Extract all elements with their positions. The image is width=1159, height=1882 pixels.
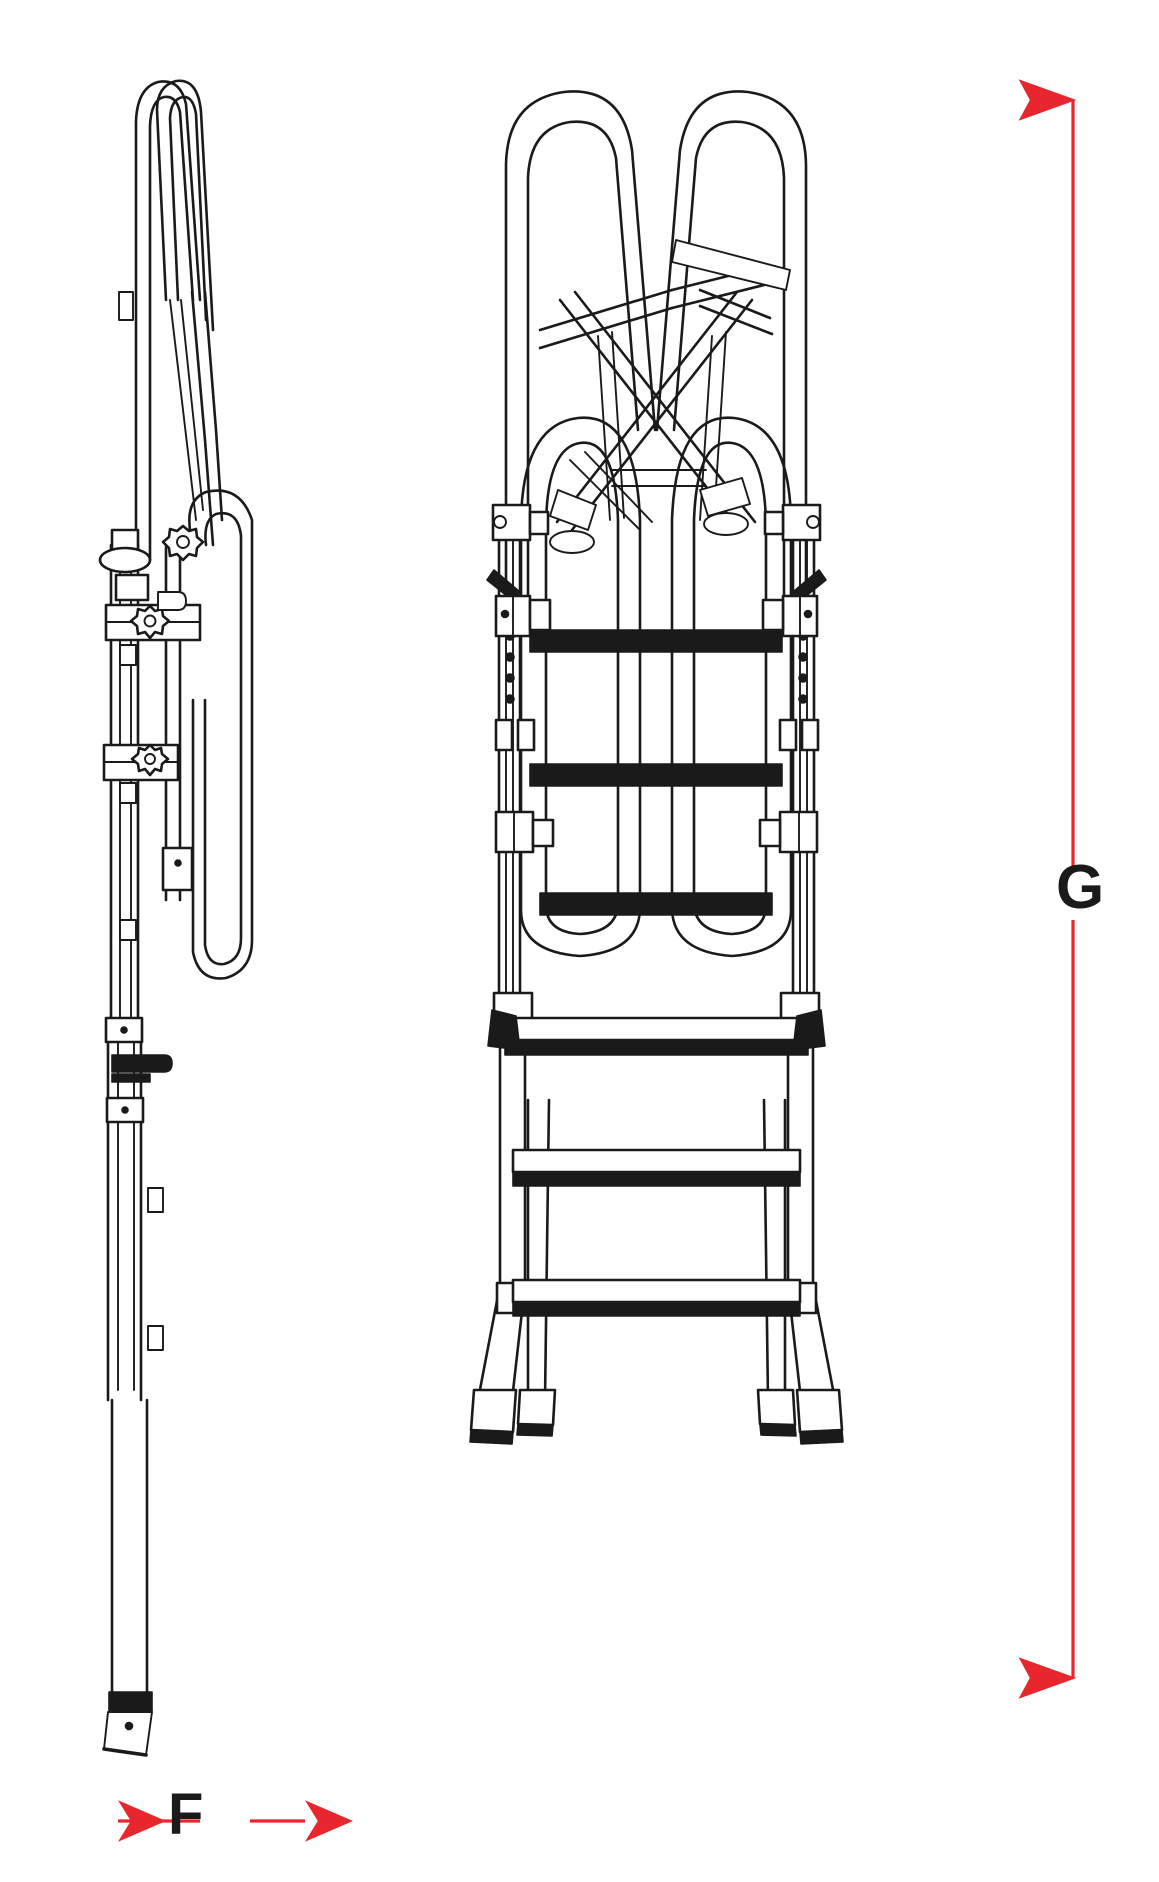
foot-pad: [469, 1388, 518, 1445]
side-stile-outer: [190, 290, 215, 547]
locking-clamp[interactable]: [778, 718, 820, 752]
foot-pad: [516, 1388, 557, 1437]
locking-clamp[interactable]: [761, 594, 819, 638]
star-knob[interactable]: [129, 604, 171, 640]
guard-loop-right: [670, 416, 793, 958]
star-knob[interactable]: [161, 524, 205, 562]
locking-clamp[interactable]: [494, 594, 552, 638]
step-tread: [487, 1009, 826, 1056]
telescoping-stile-side: [106, 543, 149, 1702]
foot-pad: [795, 1388, 844, 1445]
locking-clamp[interactable]: [758, 810, 819, 854]
dimension-G-label: G: [1056, 853, 1105, 922]
dimension-F-label: F: [168, 1782, 204, 1847]
locking-clamp[interactable]: [491, 503, 550, 542]
rung-end-bracket: [147, 1325, 164, 1351]
rung-end-bracket: [119, 782, 137, 804]
handrail-loop-right: [655, 90, 808, 602]
step-tread: [511, 1278, 802, 1317]
foot-pad: [756, 1388, 797, 1437]
rung-end-bracket: [119, 644, 137, 666]
locking-clamp[interactable]: [494, 810, 555, 854]
side-rail-diagonal: [169, 299, 197, 521]
locking-clamp[interactable]: [494, 718, 536, 752]
handrail-loop-left: [504, 90, 657, 602]
side-bracket-upper: [118, 291, 134, 321]
hinge-plate: [161, 846, 194, 892]
locking-clamp[interactable]: [763, 503, 822, 542]
roller: [549, 477, 751, 554]
handrail-loop-upper: [134, 79, 215, 562]
front-view-open: [469, 90, 844, 1445]
star-knob[interactable]: [130, 743, 170, 777]
stile-top-cap: [98, 528, 152, 602]
foot-pad: [102, 1691, 153, 1757]
step-tread: [511, 1148, 802, 1187]
rung-end-bracket: [119, 919, 137, 941]
release-tab[interactable]: [157, 591, 187, 611]
step-tread: [529, 629, 783, 653]
tray-arm: [538, 239, 791, 350]
latch-lever[interactable]: [111, 1054, 173, 1083]
step-tread: [529, 763, 783, 787]
side-view-folded: [98, 79, 254, 1757]
handrail-loop-lower: [188, 489, 254, 980]
rung-end-bracket: [147, 1187, 164, 1213]
side-rail-diagonal-2: [180, 299, 204, 511]
step-tread: [539, 892, 773, 916]
